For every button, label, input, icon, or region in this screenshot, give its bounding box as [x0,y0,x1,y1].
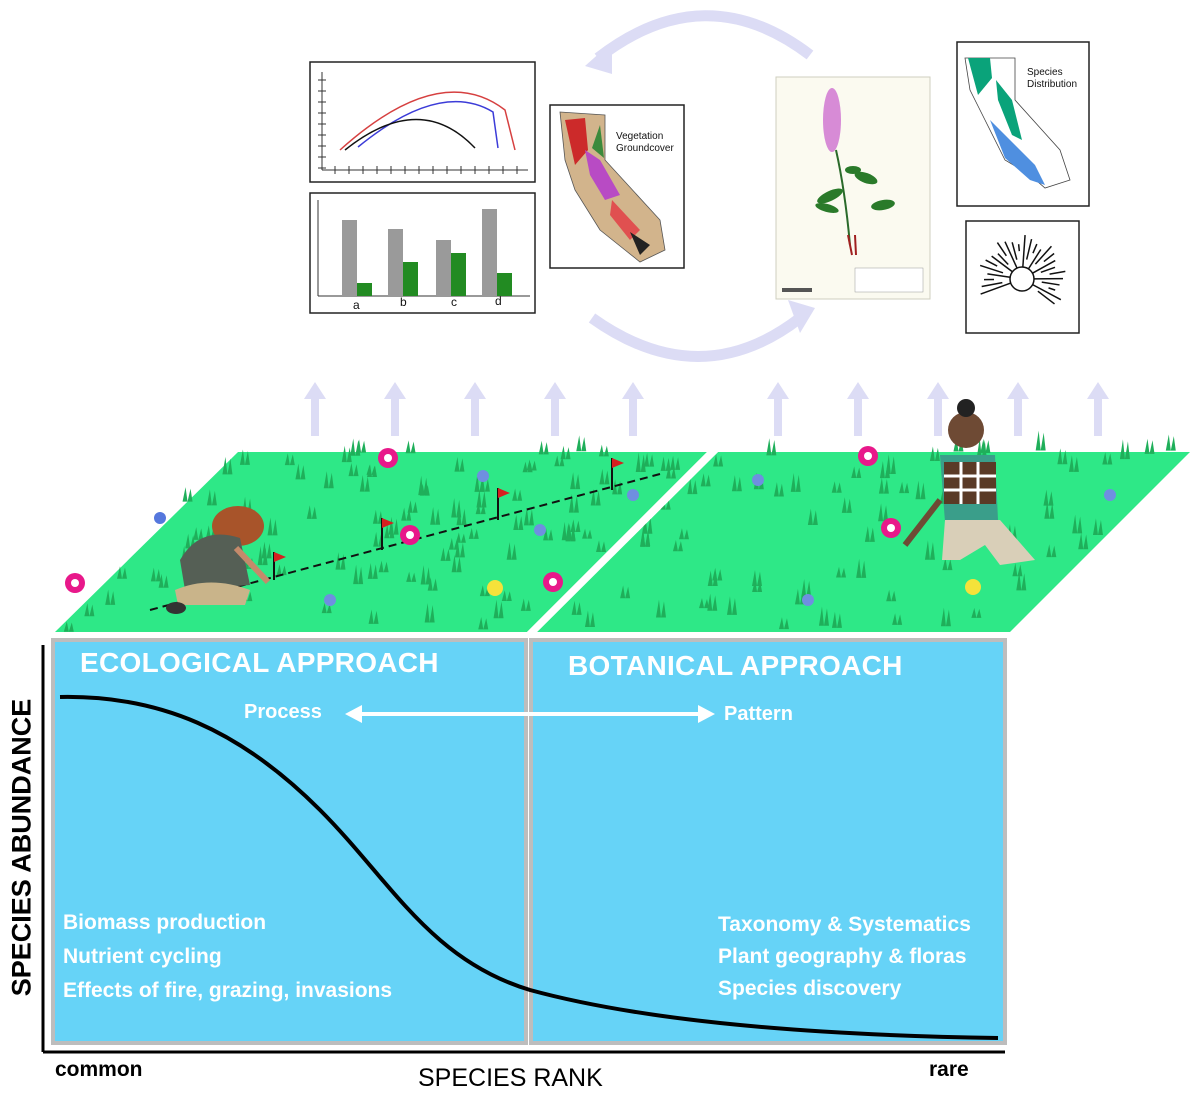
bar-chart-category-d: d [495,294,502,308]
pattern-label: Pattern [724,703,793,725]
x-axis-end-label: rare [929,1058,969,1081]
distribution-map-label: Species Distribution [1027,67,1078,90]
ecological-panel [51,638,528,1045]
phylogenetic-tree-inset [965,220,1080,334]
ecological-topic: Effects of fire, grazing, invasions [63,979,393,1002]
vegetation-map-label: Vegetation Groundcover [616,131,674,154]
herbarium-specimen-inset [775,76,931,300]
botanical-topic: Plant geography & floras [718,945,967,968]
x-axis-start-label: common [55,1058,143,1081]
bar-chart-category-b: b [400,295,407,309]
bar-chart-category-c: c [451,295,457,309]
ecologist-figure [166,506,271,614]
bar-chart-category-a: a [353,298,360,312]
plot-axes [41,645,1005,1054]
rank-abundance-curve [59,694,999,1040]
process-pattern-arrow [345,705,715,723]
line-graph-inset [309,61,536,183]
process-label: Process [244,701,322,723]
botanical-topics-list: Taxonomy & Systematics Plant geography &… [718,909,971,1005]
botanical-approach-title: BOTANICAL APPROACH [568,650,903,681]
botanical-topic: Taxonomy & Systematics [718,913,971,936]
ecological-topic: Biomass production [63,911,267,934]
vegetation-map-inset [549,104,685,269]
botanical-panel [529,638,1007,1045]
botanist-figure [902,399,1035,565]
distribution-map-inset [956,41,1090,207]
x-axis-label: SPECIES RANK [418,1064,603,1092]
ecological-approach-title: ECOLOGICAL APPROACH [80,647,439,678]
bar-chart-inset [309,192,536,314]
flowers [65,446,1116,606]
meadow-right [537,452,1190,632]
ecological-topics-list: Biomass production Nutrient cycling Effe… [63,906,392,1008]
botanical-topic: Species discovery [718,977,902,1000]
y-axis-label: SPECIES ABUNDANCE [6,698,37,997]
upward-arrows [304,382,1109,436]
ecological-topic: Nutrient cycling [63,945,222,968]
cycle-arrows [585,10,815,362]
